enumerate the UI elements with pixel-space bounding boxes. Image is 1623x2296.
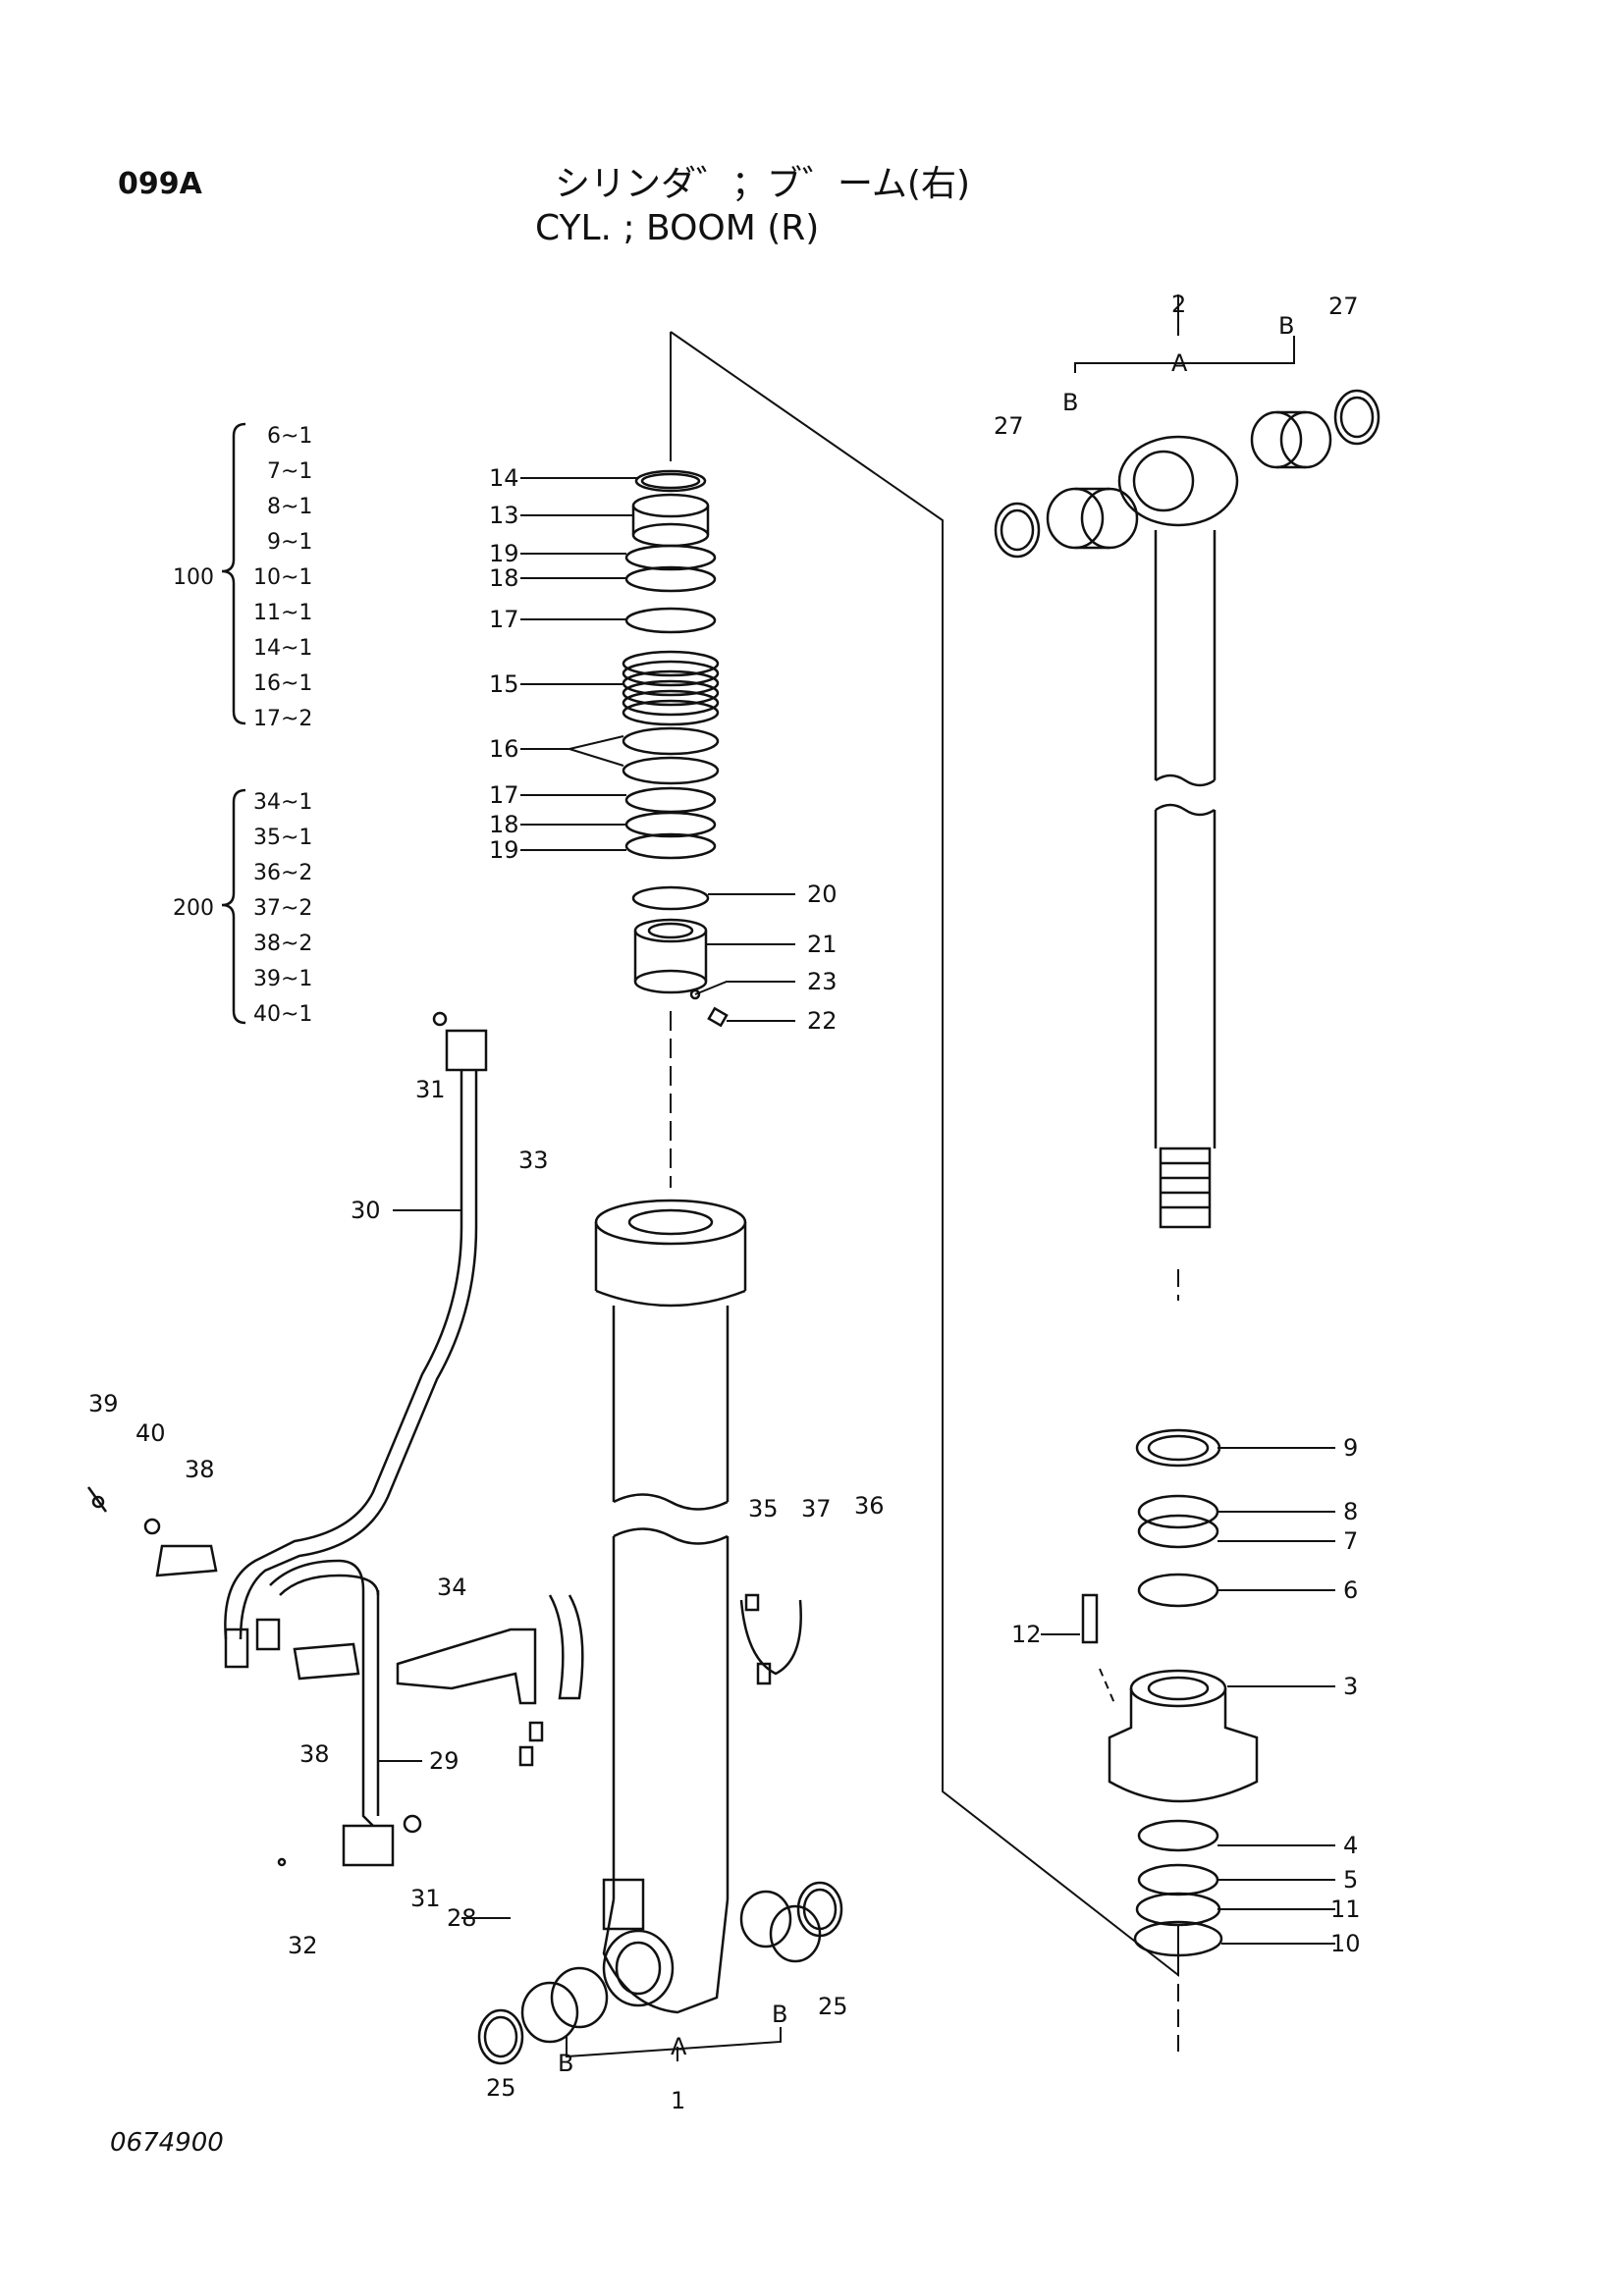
kit-item: 38~2	[253, 932, 312, 956]
callout-21: 21	[807, 931, 838, 958]
kit-100-label: 100	[173, 565, 214, 590]
drawing-number: 0674900	[110, 2128, 224, 2158]
pipes-and-clamps	[86, 1011, 802, 1867]
cylinder-tube	[594, 1199, 747, 2014]
gland-parts	[1081, 1428, 1259, 1957]
kit-100-group: 100 6~1 7~1 8~1 9~1 10~1 11~1 14~1 16~1 …	[173, 422, 312, 731]
assembly-outline	[670, 331, 1179, 2052]
label-B: B	[1278, 312, 1294, 340]
callout-37: 37	[801, 1495, 832, 1522]
callout-39: 39	[88, 1390, 119, 1417]
callout-32: 32	[288, 1932, 318, 1959]
callout-18: 18	[489, 564, 519, 592]
callout-12: 12	[1011, 1621, 1042, 1648]
callout-3: 3	[1343, 1673, 1358, 1700]
callout-7: 7	[1343, 1527, 1358, 1555]
kit-item: 8~1	[267, 495, 312, 519]
kit-item: 39~1	[253, 967, 312, 991]
kit-item: 17~2	[253, 707, 312, 731]
callout-9: 9	[1343, 1434, 1358, 1462]
callout-8: 8	[1343, 1498, 1358, 1525]
callout-38: 38	[185, 1456, 215, 1483]
tube-end-parts	[477, 1881, 843, 2065]
callout-2: 2	[1171, 291, 1186, 318]
title-english: CYL. ; BOOM (R)	[535, 208, 820, 248]
kit-item: 35~1	[253, 826, 312, 850]
page-code: 099A	[118, 167, 202, 201]
label-B: B	[772, 2001, 787, 2028]
callout-6: 6	[1343, 1576, 1358, 1604]
callout-31: 31	[410, 1885, 441, 1912]
kit-200-label: 200	[173, 896, 214, 921]
callout-36: 36	[854, 1492, 885, 1520]
callout-13: 13	[489, 502, 519, 529]
callout-17: 17	[489, 606, 519, 633]
rod-end-parts	[994, 389, 1380, 559]
callout-27: 27	[994, 412, 1024, 440]
kit-item: 10~1	[253, 565, 312, 590]
callout-34: 34	[437, 1574, 467, 1601]
kit-item: 9~1	[267, 530, 312, 555]
piston-rod	[1117, 435, 1239, 1229]
kit-item: 14~1	[253, 636, 312, 661]
kit-item: 40~1	[253, 1002, 312, 1027]
callout-5: 5	[1343, 1866, 1358, 1894]
callout-18: 18	[489, 811, 519, 838]
kit-200-group: 200 34~1 35~1 36~2 37~2 38~2 39~1 40~1	[173, 788, 312, 1027]
label-A: A	[1171, 349, 1188, 377]
leader-lines	[378, 294, 1335, 2061]
callout-23: 23	[807, 968, 838, 995]
title-japanese: シリンダ゛；ブ゛ーム(右)	[555, 164, 971, 204]
callout-27: 27	[1328, 293, 1359, 320]
callout-15: 15	[489, 670, 519, 698]
kit-item: 6~1	[267, 424, 312, 449]
callout-16: 16	[489, 735, 519, 763]
callout-25: 25	[486, 2074, 516, 2102]
callout-31: 31	[415, 1076, 446, 1103]
callout-14: 14	[489, 464, 519, 492]
label-B: B	[1062, 389, 1078, 416]
callout-28: 28	[447, 1904, 477, 1932]
callout-19: 19	[489, 836, 519, 864]
callout-33: 33	[518, 1147, 549, 1174]
piston-stack	[622, 469, 729, 1028]
callout-4: 4	[1343, 1832, 1358, 1859]
callouts: 14 13 19 18 17 15 16 17 18 19 20 21 23 2…	[88, 291, 1361, 2114]
callout-17: 17	[489, 781, 519, 809]
callout-40: 40	[135, 1419, 166, 1447]
callout-25: 25	[818, 1993, 848, 2020]
callout-22: 22	[807, 1007, 838, 1035]
callout-1: 1	[671, 2087, 685, 2114]
callout-38: 38	[299, 1740, 330, 1768]
label-A: A	[671, 2033, 687, 2060]
callout-35: 35	[748, 1495, 779, 1522]
callout-19: 19	[489, 540, 519, 567]
kit-item: 11~1	[253, 601, 312, 625]
callout-20: 20	[807, 881, 838, 908]
kit-item: 7~1	[267, 459, 312, 484]
kit-item: 34~1	[253, 790, 312, 815]
label-B: B	[558, 2050, 573, 2077]
callout-30: 30	[351, 1197, 381, 1224]
kit-item: 37~2	[253, 896, 312, 921]
callout-29: 29	[429, 1747, 460, 1775]
kit-item: 36~2	[253, 861, 312, 885]
kit-item: 16~1	[253, 671, 312, 696]
callout-11: 11	[1330, 1896, 1361, 1923]
callout-10: 10	[1330, 1930, 1361, 1957]
